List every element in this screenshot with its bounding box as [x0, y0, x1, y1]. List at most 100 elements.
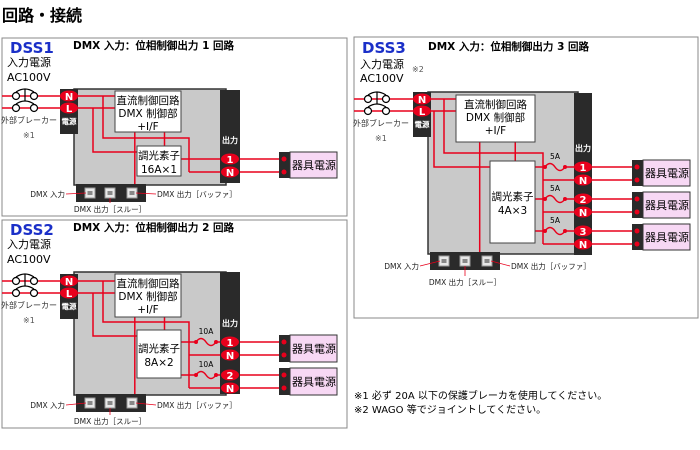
dimmer-label: 調光素子 — [138, 149, 180, 162]
model-name: DSS1 — [10, 39, 54, 57]
fuse-icon — [195, 337, 217, 347]
breaker-label: 外部ブレーカー — [353, 118, 409, 128]
output-2-n-terminal — [221, 382, 239, 394]
breaker-note: ※1 — [23, 131, 35, 140]
fuse-node — [543, 229, 547, 233]
neutral-bus — [102, 96, 190, 172]
fixture-pin — [634, 228, 640, 234]
fixture-power-box — [289, 367, 338, 396]
fixture-label: 器具電源 — [645, 230, 689, 244]
fixture-pin — [634, 164, 640, 170]
output-1: 1N 器具電源 — [181, 151, 338, 179]
rj45-icon — [87, 191, 93, 195]
fuse-node — [543, 197, 547, 201]
breaker-note: ※1 — [23, 316, 35, 325]
rj45-icon — [129, 191, 135, 195]
input-n-terminal — [60, 90, 78, 102]
control-label: DMX 制御部 — [118, 290, 177, 303]
output-3-terminal-label: 3 — [580, 227, 587, 238]
output-1-terminal-label: 1 — [227, 338, 234, 349]
fixture-label: 器具電源 — [645, 166, 689, 180]
fixture-pin — [281, 352, 287, 358]
dimmer-label: 8A×2 — [144, 357, 173, 369]
leader-line — [135, 192, 157, 195]
breaker-contact-icon — [11, 91, 21, 101]
fuse-node — [194, 340, 198, 344]
rj45-icon — [484, 259, 490, 263]
output-label: 出力 — [222, 135, 238, 145]
fixture-power-box — [642, 159, 691, 187]
output-2-terminal-label: 2 — [227, 371, 234, 382]
source-voltage: AC100V — [7, 71, 51, 84]
output-2-terminal — [574, 193, 592, 205]
output-1-n-terminal-label: N — [226, 351, 234, 362]
fixture-power-box — [289, 151, 338, 179]
fuse-rating: 5A — [550, 152, 561, 161]
page-title: 回路・接続 — [2, 6, 82, 25]
fuse-icon — [544, 226, 566, 236]
source-label: 入力電源 — [360, 57, 404, 71]
input-l-terminal — [60, 287, 78, 299]
breaker-contact-icon — [29, 288, 39, 298]
input-n-terminal — [60, 275, 78, 287]
output-1-terminal-label: 1 — [580, 163, 587, 174]
power-label: 電源 — [62, 301, 77, 311]
dmx-out-buffer-label: DMX 出力［バッファ］ — [157, 400, 237, 410]
fuse-node — [543, 165, 547, 169]
fixture-power-box — [642, 223, 691, 251]
fixture-pin — [281, 372, 287, 378]
dimmer-box — [136, 145, 182, 177]
input-n-terminal-label: N — [418, 95, 426, 106]
input-l-terminal-label: L — [66, 104, 73, 115]
output-label: 出力 — [575, 143, 591, 153]
source-note: ※2 — [412, 65, 424, 74]
output-3-terminal — [574, 225, 592, 237]
fuse-icon — [544, 162, 566, 172]
output-1-n-terminal — [221, 349, 239, 361]
fixture-pin — [634, 241, 640, 247]
input-l-terminal — [60, 102, 78, 114]
input-n-terminal-label: N — [65, 277, 73, 288]
control-label: +I/F — [485, 125, 506, 137]
rj45-icon — [129, 401, 135, 405]
fixture-pin — [281, 156, 287, 162]
breaker-contact-icon — [29, 103, 39, 113]
fixture-pin — [281, 339, 287, 345]
dmx-out-thru-label: DMX 出力［スルー］ — [429, 277, 501, 287]
control-circuit-box — [114, 90, 182, 133]
fixture-connector — [632, 160, 643, 186]
breaker-contact-icon — [363, 106, 373, 116]
fixture-power-box — [289, 334, 338, 363]
fuse-rating: 5A — [550, 216, 561, 225]
output-1-terminal-label: 1 — [227, 155, 234, 166]
fuse-rating: 10A — [199, 327, 215, 336]
source-voltage: AC100V — [360, 72, 404, 85]
input-l-terminal-label: L — [419, 107, 426, 118]
footnote-2: ※2 WAGO 等でジョイントしてください。 — [354, 403, 546, 416]
fixture-pin — [634, 209, 640, 215]
control-label: 直流制御回路 — [464, 98, 527, 111]
output-1-n-terminal — [574, 174, 592, 186]
output-2-n-terminal-label: N — [579, 208, 587, 219]
dmx-out-buffer-label: DMX 出力［バッファ］ — [157, 189, 237, 199]
panel-subtitle: DMX 入力：位相制御出力 2 回路 — [73, 221, 235, 234]
output-1-n-terminal-label: N — [226, 168, 234, 179]
fixture-label: 器具電源 — [645, 198, 689, 212]
control-label: DMX 制御部 — [118, 107, 177, 120]
output-1-terminal — [574, 161, 592, 173]
input-n-terminal-label: N — [65, 92, 73, 103]
control-label: +I/F — [137, 121, 158, 133]
leader-line — [135, 402, 157, 406]
dmx-in-label: DMX 入力 — [384, 261, 419, 271]
fixture-label: 器具電源 — [292, 158, 336, 172]
rj45-icon — [107, 401, 113, 405]
line-feed — [92, 293, 137, 337]
control-label: DMX 制御部 — [466, 111, 525, 124]
output-3-n-terminal — [574, 238, 592, 250]
